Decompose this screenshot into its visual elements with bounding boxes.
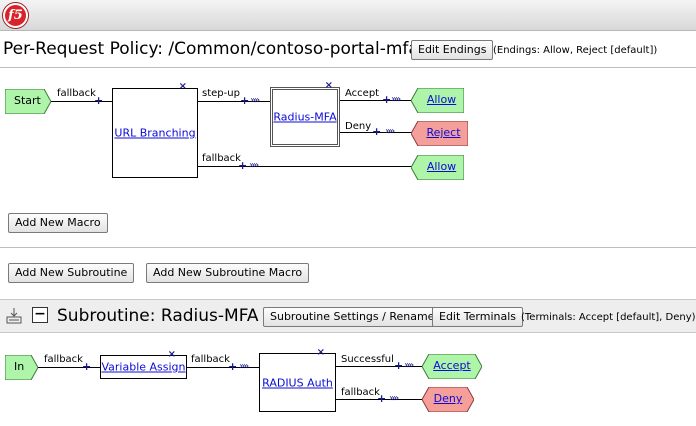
subroutine-icon[interactable] xyxy=(5,307,23,325)
reject-ending[interactable]: Reject xyxy=(411,121,468,145)
double-arrow-icon: »» xyxy=(249,160,259,171)
wire xyxy=(340,100,412,101)
plus-icon[interactable]: + xyxy=(238,159,248,172)
allow-ending-shape xyxy=(411,88,464,113)
terminals-note: (Terminals: Accept [default], Deny) xyxy=(521,312,696,323)
wire-label-fallback: fallback xyxy=(202,153,241,164)
reject-link[interactable]: Reject xyxy=(426,126,461,139)
double-arrow-icon: »» xyxy=(239,361,249,372)
deny-terminal-shape xyxy=(422,387,474,412)
wire-label-fallback: fallback xyxy=(341,387,380,398)
f5-logo-icon: f5 xyxy=(3,3,28,28)
wire-label-deny: Deny xyxy=(345,121,372,132)
wire xyxy=(51,101,112,102)
allow-link[interactable]: Allow xyxy=(426,93,457,106)
close-x-icon[interactable]: × xyxy=(316,347,325,358)
plus-icon[interactable]: + xyxy=(377,392,387,405)
in-label: In xyxy=(14,360,25,373)
allow-ending-2[interactable]: Allow xyxy=(411,155,464,179)
plus-icon[interactable]: + xyxy=(394,359,404,372)
edit-endings-button[interactable]: Edit Endings xyxy=(411,40,494,60)
wire xyxy=(340,132,412,133)
accept-terminal-shape xyxy=(422,354,482,379)
accept-link[interactable]: Accept xyxy=(433,359,471,372)
deny-terminal[interactable]: Deny xyxy=(422,387,474,411)
radius-auth-link[interactable]: RADIUS Auth xyxy=(262,376,333,389)
wire-label-successful: Successful xyxy=(341,354,394,365)
variable-assign-link[interactable]: Variable Assign xyxy=(101,360,186,374)
subroutine-settings-button[interactable]: Subroutine Settings / Rename xyxy=(263,307,442,327)
radius-auth-node[interactable]: × RADIUS Auth xyxy=(259,348,336,412)
wire xyxy=(198,166,412,167)
plus-icon[interactable]: + xyxy=(228,360,238,373)
wire xyxy=(336,399,423,400)
allow-ending-shape xyxy=(411,155,464,180)
wire-label-step-up: step-up xyxy=(202,88,240,99)
in-terminal-shape xyxy=(5,355,38,380)
add-new-macro-button[interactable]: Add New Macro xyxy=(8,213,108,233)
close-x-icon[interactable]: × xyxy=(167,349,176,360)
double-arrow-icon: »» xyxy=(389,393,399,404)
double-arrow-icon: »» xyxy=(385,126,395,137)
start-terminal-shape xyxy=(5,89,51,114)
plus-icon[interactable]: + xyxy=(372,125,382,138)
radius-mfa-link[interactable]: Radius-MFA xyxy=(273,110,337,124)
url-branching-node[interactable]: × URL Branching xyxy=(112,82,198,178)
wire-label-fallback: fallback xyxy=(191,354,230,365)
plus-icon[interactable]: + xyxy=(82,360,92,373)
wire-label-fallback: fallback xyxy=(57,88,96,99)
policy-title: Per-Request Policy: /Common/contoso-port… xyxy=(3,39,419,59)
wire xyxy=(187,367,259,368)
url-branching-link[interactable]: URL Branching xyxy=(114,126,196,140)
wire xyxy=(38,367,100,368)
double-arrow-icon: »» xyxy=(391,94,401,105)
plus-icon[interactable]: + xyxy=(94,94,104,107)
add-new-subroutine-button[interactable]: Add New Subroutine xyxy=(8,263,135,283)
endings-note: (Endings: Allow, Reject [default]) xyxy=(493,45,658,56)
wire xyxy=(198,101,270,102)
wire-label-fallback: fallback xyxy=(44,354,83,365)
reject-ending-shape xyxy=(411,121,468,146)
top-banner xyxy=(0,0,696,31)
start-label: Start xyxy=(14,94,41,107)
wire xyxy=(336,366,423,367)
plus-icon[interactable]: + xyxy=(240,94,250,107)
add-new-subroutine-macro-button[interactable]: Add New Subroutine Macro xyxy=(146,263,310,283)
allow-ending-1[interactable]: Allow xyxy=(411,88,464,112)
allow-link[interactable]: Allow xyxy=(426,160,457,173)
deny-link[interactable]: Deny xyxy=(433,392,463,405)
double-arrow-icon: »» xyxy=(250,95,260,106)
double-arrow-icon: »» xyxy=(404,360,414,371)
subroutine-title: Subroutine: Radius-MFA xyxy=(57,306,259,326)
plus-icon[interactable]: + xyxy=(382,93,392,106)
wire-label-accept: Accept xyxy=(345,88,380,99)
collapse-icon[interactable]: − xyxy=(32,307,48,323)
close-x-icon[interactable]: × xyxy=(178,81,187,92)
accept-terminal[interactable]: Accept xyxy=(422,354,482,378)
in-terminal: In xyxy=(5,355,35,379)
radius-mfa-macro-node[interactable]: × Radius-MFA xyxy=(270,81,340,147)
close-x-icon[interactable]: × xyxy=(324,80,333,91)
variable-assign-node[interactable]: × Variable Assign xyxy=(100,350,187,379)
divider xyxy=(0,67,696,68)
divider xyxy=(0,247,696,248)
start-terminal: Start xyxy=(5,89,47,113)
edit-terminals-button[interactable]: Edit Terminals xyxy=(432,307,524,327)
